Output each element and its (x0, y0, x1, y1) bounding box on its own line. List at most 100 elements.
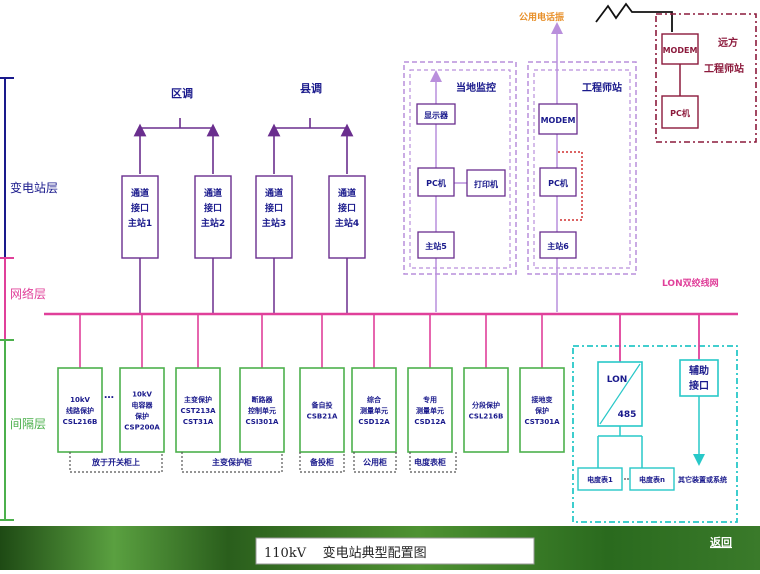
bay-device-text: 线路保护 (66, 406, 94, 415)
aux-interface-line2: 接口 (689, 379, 709, 392)
bay-device-text: 备自投 (311, 401, 333, 410)
bay-device-text: 主变保护 (184, 395, 212, 404)
remote-modem-box (661, 33, 699, 65)
bay-device-text: CST301A (524, 418, 560, 426)
local-links (430, 70, 467, 312)
lon-network-label: LON双绞线网 (662, 277, 719, 289)
bay-device-text: 10kV (132, 391, 152, 399)
bay-device-text: CST213A (180, 407, 216, 415)
master5-box (417, 231, 455, 259)
engineer-pc-box (539, 167, 577, 197)
gateway-text: 接口 (131, 202, 149, 214)
gateway-text: 通道 (338, 187, 356, 199)
layer-label-network: 网络层 (10, 286, 46, 301)
bay-device-text: CSD12A (358, 418, 390, 426)
group-label-standby: 备投柜 (309, 457, 334, 467)
display-label: 显示器 (424, 111, 449, 120)
bay-device-box-7 (407, 367, 453, 453)
back-link[interactable]: 返回 (710, 535, 732, 549)
bay-device-text: 专用 (423, 395, 437, 404)
master5-label: 主站5 (425, 241, 447, 251)
gateway-text: 主站4 (335, 217, 359, 229)
engineer-station-label: 工程师站 (582, 81, 622, 94)
bay-device-box-4 (239, 367, 285, 453)
engineer-pc-label: PC机 (548, 178, 568, 188)
bay-device-text: 断路器 (252, 395, 274, 404)
meter1-label: 电度表1 (587, 475, 613, 484)
bay-device-text: CSD12A (414, 418, 446, 426)
bay-device-text: CSB21A (307, 413, 338, 421)
aux-interface-line1: 辅助 (689, 364, 709, 377)
bay-device-text: CST31A (183, 418, 214, 426)
phone-line-icon (595, 2, 673, 32)
bay-device-box-1 (57, 367, 103, 453)
cabinet-groupings (69, 452, 457, 473)
bay-device-box-3 (175, 367, 221, 453)
bay-device-box-6 (351, 367, 397, 453)
public-phone-label: 公用电话振 (519, 11, 565, 23)
engineer-modem-label: MODEM (541, 116, 576, 125)
bay-device-text: 电容器 (132, 401, 154, 410)
bay-device-text: 10kV (70, 396, 90, 404)
bay-device-box-2 (119, 367, 165, 453)
rs485-label: 485 (618, 410, 637, 420)
master6-label: 主站6 (547, 241, 569, 251)
bay-device-text: 综合 (367, 395, 382, 404)
county-dispatch-label: 县调 (300, 81, 322, 95)
meter1-box (577, 467, 623, 491)
printer-box (466, 169, 506, 197)
gateway-text: 主站1 (128, 217, 152, 229)
remote-engineer-frame (655, 13, 757, 143)
bay-device-text: 测量单元 (360, 406, 388, 415)
remote-pc-label: PC机 (670, 108, 690, 118)
bay-device-text: CSI301A (246, 418, 280, 426)
gateway-box-1 (121, 175, 159, 259)
dispatch-links (133, 118, 354, 174)
layer-label-bay: 间隔层 (10, 417, 46, 431)
gateway-text: 主站2 (201, 217, 225, 229)
local-monitor-label: 当地监控 (456, 81, 496, 94)
engineer-redundant-link (558, 151, 583, 221)
gateway-text: 接口 (204, 202, 222, 214)
gateway-text: 接口 (338, 202, 356, 214)
group-label-meter: 电度表柜 (414, 457, 446, 467)
bay-device-text: 控制单元 (248, 406, 276, 415)
remote-label-line2: 工程师站 (704, 62, 744, 75)
ellipsis-text: … (104, 390, 114, 401)
gateway-box-3 (255, 175, 293, 259)
other-devices-label: 其它装置或系统 (678, 475, 727, 484)
local-pc-box (417, 167, 455, 197)
remote-modem-label: MODEM (663, 46, 698, 55)
group-label-transformer: 主变保护柜 (212, 457, 252, 467)
layer-label-substation: 变电站层 (10, 180, 58, 195)
gateway-text: 通道 (204, 187, 222, 199)
remote-label-line1: 远方 (718, 36, 738, 49)
gateway-text: 通道 (131, 187, 149, 199)
bay-device-text: CSL216B (63, 418, 98, 426)
metern-box (629, 467, 675, 491)
page-title: 110kV 变电站典型配置图 (264, 545, 427, 561)
layer-bracket (0, 77, 14, 521)
district-dispatch-label: 区调 (171, 86, 193, 100)
bay-device-text: 接地变 (532, 395, 553, 404)
bay-device-box-8 (463, 367, 509, 453)
remote-pc-box (661, 95, 699, 129)
bay-device-text: 保护 (534, 406, 549, 415)
bay-device-text: 分段保护 (472, 401, 500, 410)
display-box (416, 103, 456, 125)
group-label-common: 公用柜 (363, 457, 387, 467)
meter-links (597, 396, 705, 468)
lon-label: LON (607, 375, 628, 385)
local-monitor-frame (403, 61, 517, 275)
gateway-text: 通道 (265, 187, 283, 199)
bay-device-text: CSL216B (469, 413, 504, 421)
bay-device-text: CSP200A (124, 424, 160, 432)
gateway-text: 主站3 (262, 217, 286, 229)
bay-device-box-5 (299, 367, 345, 453)
printer-label: 打印机 (474, 179, 498, 189)
gateway-text: 接口 (265, 202, 283, 214)
